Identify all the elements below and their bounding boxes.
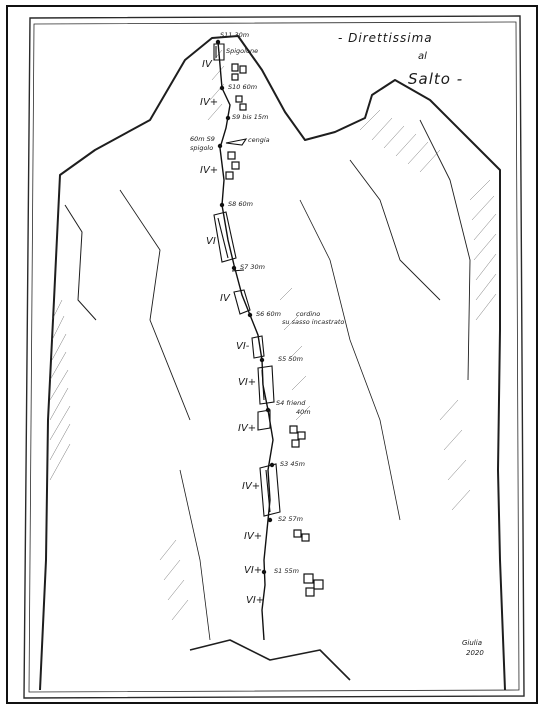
block: [302, 534, 309, 541]
station-s9bis: S9 bis 15m: [232, 114, 268, 121]
grade-p7: VI+: [238, 378, 256, 388]
station-s4-length: 40m: [296, 409, 311, 416]
block: [232, 162, 239, 169]
station-s11: S11 30m: [220, 32, 249, 39]
belay-station-s9: [218, 144, 222, 148]
station-s8: S8 60m: [228, 201, 253, 208]
block: [290, 426, 297, 433]
station-s9: 60m S9: [190, 136, 215, 143]
station-s5: S5 50m: [278, 356, 303, 363]
title-line1: - Direttissima: [338, 32, 433, 44]
signature-year: 2020: [466, 650, 484, 657]
station-spigolone: Spigolone: [226, 48, 258, 55]
belay-station-s8: [220, 203, 224, 207]
block: [314, 580, 323, 589]
grade-p10: IV+: [244, 532, 262, 542]
shading-hatches: [50, 50, 496, 620]
title-line3: Salto -: [408, 72, 463, 87]
block: [298, 432, 305, 439]
grade-p1: IV: [202, 60, 212, 70]
station-s3: S3 45m: [280, 461, 305, 468]
ledge-cengia: [226, 139, 246, 145]
belay-station-s6: [248, 313, 252, 317]
belay-station-s5: [260, 358, 264, 362]
block: [228, 152, 235, 159]
station-s7: S7 30m: [240, 264, 265, 271]
station-s6-note2: su sasso incastrato: [282, 319, 344, 326]
grade-p4: VI: [206, 237, 216, 247]
grade-p12: VI+: [246, 596, 264, 606]
station-s1: S1 55m: [274, 568, 299, 575]
belay-station-s10: [220, 86, 224, 90]
block: [226, 172, 233, 179]
block: [306, 588, 314, 596]
block: [292, 440, 299, 447]
block: [304, 574, 313, 583]
block: [240, 66, 246, 73]
block: [236, 96, 242, 102]
grade-p11: VI+: [244, 566, 262, 576]
grade-p2: IV+: [200, 98, 218, 108]
station-s2: S2 57m: [278, 516, 303, 523]
title-line2: al: [418, 52, 427, 62]
grade-p6: VI-: [236, 342, 249, 352]
belay-station-s1: [262, 570, 266, 574]
grade-p8: IV+: [238, 424, 256, 434]
block: [294, 530, 301, 537]
block: [240, 104, 246, 110]
station-spigolo: spigolo: [190, 145, 213, 152]
mountain: [40, 36, 505, 690]
block: [232, 64, 238, 71]
belay-station-s2: [268, 518, 272, 522]
artist-signature: Giulia: [462, 640, 482, 647]
boulder-blocks: [226, 64, 323, 596]
station-s4: S4 friend: [276, 400, 305, 407]
grade-p5: IV: [220, 294, 230, 304]
station-s10: S10 60m: [228, 84, 257, 91]
station-s6-note1: cordino: [296, 311, 320, 318]
grade-p9: IV+: [242, 482, 260, 492]
station-s6: S6 60m: [256, 311, 281, 318]
station-cengia: cengia: [248, 137, 270, 144]
block: [232, 74, 238, 80]
belay-station-s7: [232, 266, 236, 270]
grade-p3: IV+: [200, 166, 218, 176]
belay-station-s9bis: [226, 116, 230, 120]
